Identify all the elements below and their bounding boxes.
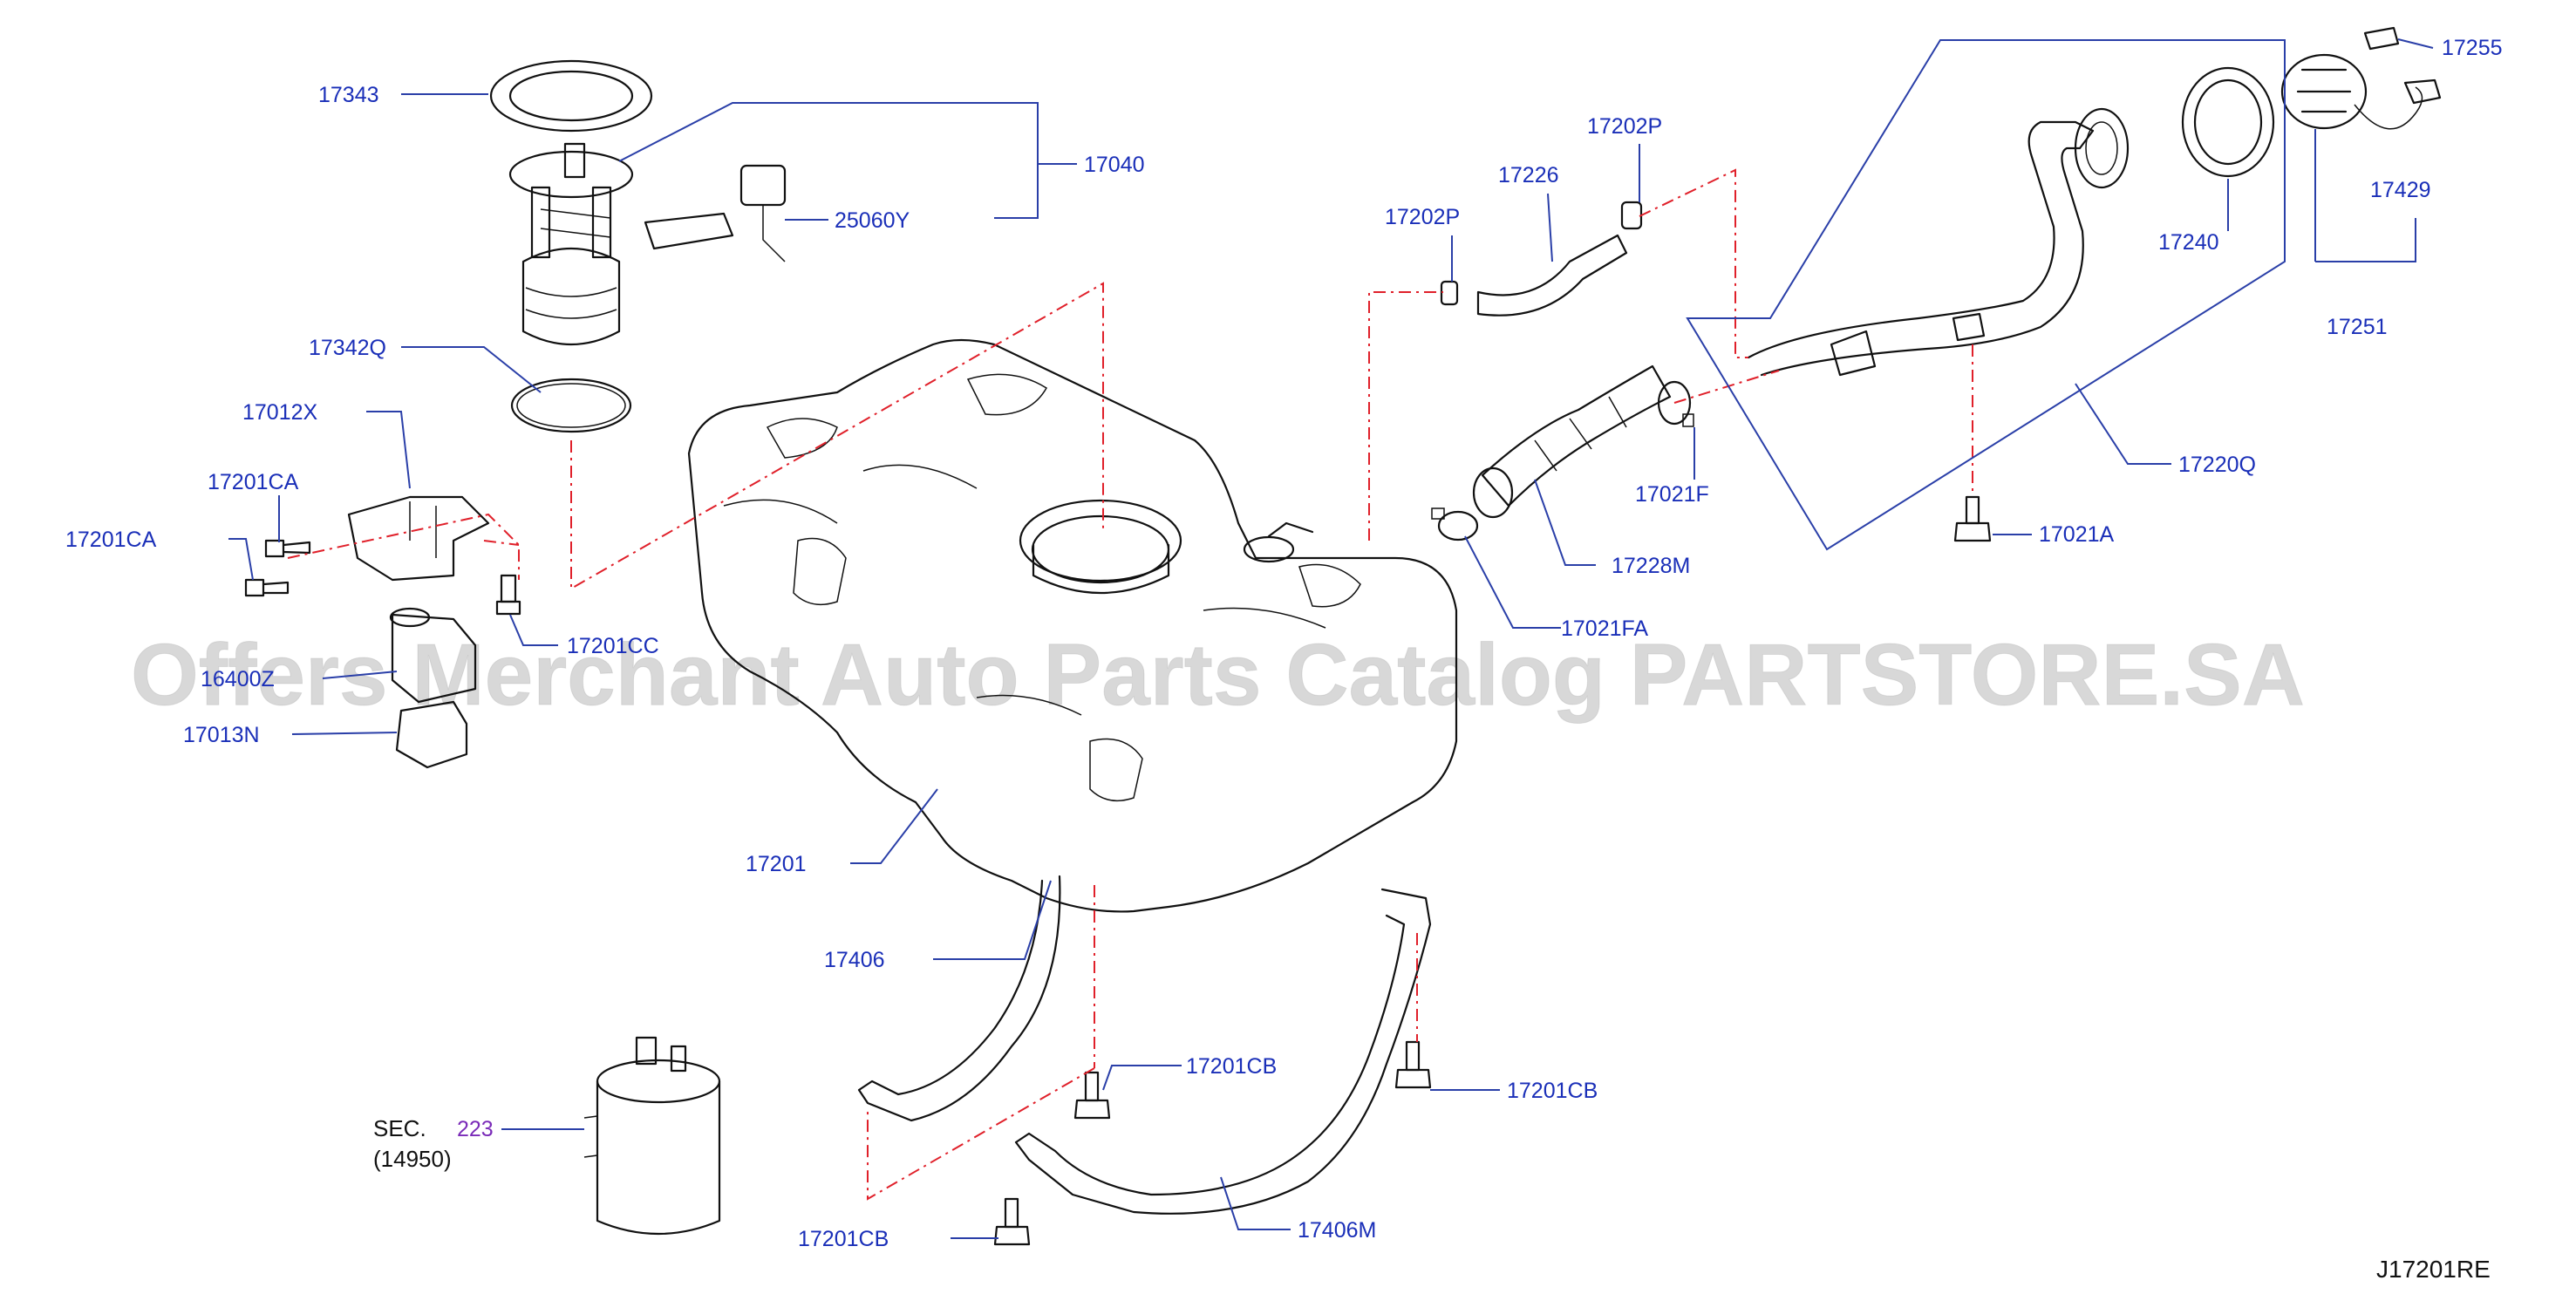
- clamp-17202P-a: [1440, 280, 1459, 306]
- label-17012X[interactable]: 17012X: [242, 400, 318, 425]
- diagram-code: J17201RE: [2376, 1256, 2491, 1283]
- filter-bracket-17013N: [395, 700, 468, 769]
- label-17021FA[interactable]: 17021FA: [1561, 616, 1648, 641]
- label-17240[interactable]: 17240: [2158, 230, 2219, 255]
- label-17013N[interactable]: 17013N: [183, 723, 260, 747]
- label-17021A[interactable]: 17021A: [2039, 522, 2115, 547]
- o-ring-17342Q: [510, 378, 632, 433]
- label-17201CB-a[interactable]: 17201CB: [1186, 1054, 1277, 1079]
- clamp-17021F: [1657, 380, 1694, 427]
- section-reference: SEC. 223 (14950): [373, 1115, 584, 1172]
- section-number-link[interactable]: 223: [457, 1117, 494, 1141]
- label-17201CB-b[interactable]: 17201CB: [1507, 1079, 1598, 1103]
- filler-hose-17228M: [1472, 364, 1672, 519]
- fuel-pump-assembly-17040: [508, 142, 634, 345]
- fuel-level-sensor-25060Y: [644, 164, 787, 262]
- seal-17240: [2181, 66, 2275, 178]
- centerlines: [287, 168, 1973, 1201]
- label-17255[interactable]: 17255: [2442, 36, 2503, 60]
- fuel-cap-17251: [2280, 53, 2423, 130]
- section-part-number: (14950): [373, 1146, 452, 1172]
- label-17202P-a[interactable]: 17202P: [1385, 205, 1460, 229]
- label-17343[interactable]: 17343: [318, 83, 379, 107]
- bolt-17201CB-c: [993, 1197, 1031, 1246]
- label-17021F[interactable]: 17021F: [1635, 482, 1709, 507]
- watermark: Offers Merchant Auto Parts Catalog PARTS…: [131, 626, 2305, 724]
- bolt-17021A: [1953, 495, 1992, 542]
- bracket-17012X: [347, 495, 490, 582]
- label-17251[interactable]: 17251: [2327, 315, 2388, 339]
- label-17406[interactable]: 17406: [824, 948, 885, 972]
- label-16400Z[interactable]: 16400Z: [201, 667, 275, 691]
- label-17226[interactable]: 17226: [1498, 163, 1559, 187]
- tank-strap-17406M: [1014, 888, 1432, 1215]
- tether-17429: [2403, 78, 2442, 105]
- label-17220Q[interactable]: 17220Q: [2178, 453, 2256, 477]
- bolt-17201CA-b: [244, 578, 290, 597]
- clip-17255: [2363, 26, 2400, 51]
- tank-strap-17406: [857, 875, 1061, 1122]
- label-17040[interactable]: 17040: [1084, 153, 1145, 177]
- bolt-17201CC: [495, 574, 521, 616]
- fuel-filter-16400Z: [389, 607, 477, 704]
- label-25060Y[interactable]: 25060Y: [835, 208, 910, 233]
- section-prefix: SEC.: [373, 1115, 426, 1141]
- evap-canister: [583, 1036, 721, 1236]
- label-17228M[interactable]: 17228M: [1612, 554, 1690, 578]
- clamp-17202P-b: [1620, 201, 1643, 230]
- label-17342Q[interactable]: 17342Q: [309, 336, 386, 360]
- vent-hose-17226: [1476, 234, 1628, 317]
- filler-tube-17220Q: [1747, 107, 2130, 377]
- leaders: [228, 38, 2434, 1239]
- label-17201CA-a[interactable]: 17201CA: [208, 470, 299, 494]
- fuel-tank-17201: [687, 338, 1458, 913]
- clamp-17021FA: [1431, 507, 1479, 541]
- part-labels: 17343 17040 25060Y 17342Q 17012X 17201CA…: [65, 36, 2503, 1251]
- label-17202P-b[interactable]: 17202P: [1587, 114, 1662, 139]
- label-17201CA-b[interactable]: 17201CA: [65, 528, 157, 552]
- label-17201[interactable]: 17201: [746, 852, 807, 876]
- pump-seal-ring-17343: [489, 59, 653, 133]
- label-17406M[interactable]: 17406M: [1298, 1218, 1376, 1243]
- label-17201CB-c[interactable]: 17201CB: [798, 1227, 889, 1251]
- bolt-17201CB-b: [1394, 1040, 1432, 1089]
- label-17429[interactable]: 17429: [2370, 178, 2431, 202]
- bolt-17201CB-a: [1073, 1071, 1111, 1120]
- bolt-17201CA-a: [264, 539, 311, 558]
- label-17201CC[interactable]: 17201CC: [567, 634, 659, 658]
